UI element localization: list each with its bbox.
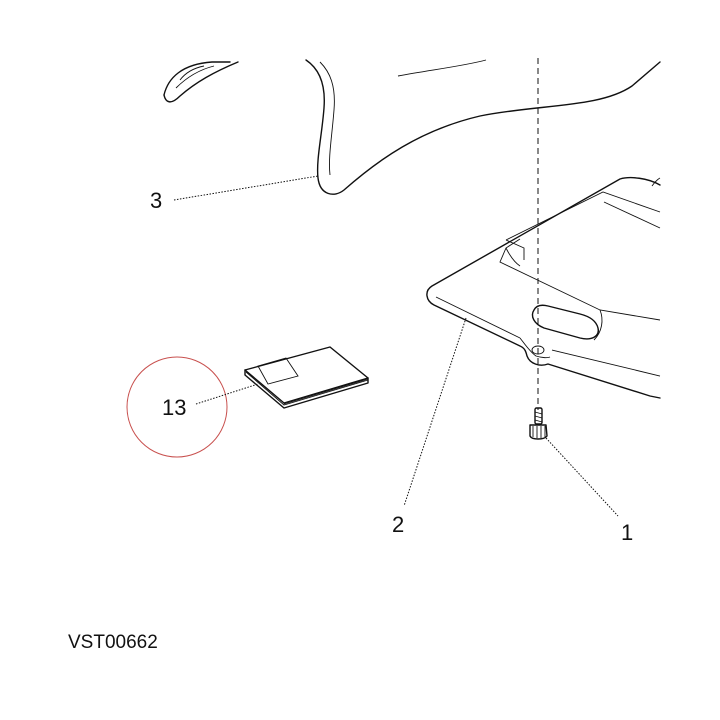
highlight-circle: [126, 356, 228, 458]
figure-reference-code: VST00662: [68, 632, 158, 653]
leader-line-2: [403, 317, 467, 507]
leader-line-1: [545, 437, 619, 517]
callout-13: 13: [162, 395, 187, 420]
base-tray-part-2: [426, 176, 661, 399]
callout-3: 3: [150, 188, 163, 213]
pad-part-13: [244, 346, 369, 409]
callout-1: 1: [621, 520, 634, 545]
leader-line-13: [195, 383, 259, 405]
trim-panel-part-3: [163, 59, 661, 195]
callout-2: 2: [392, 512, 405, 537]
screw-part-1: [529, 407, 548, 440]
leader-line-3: [173, 175, 319, 201]
